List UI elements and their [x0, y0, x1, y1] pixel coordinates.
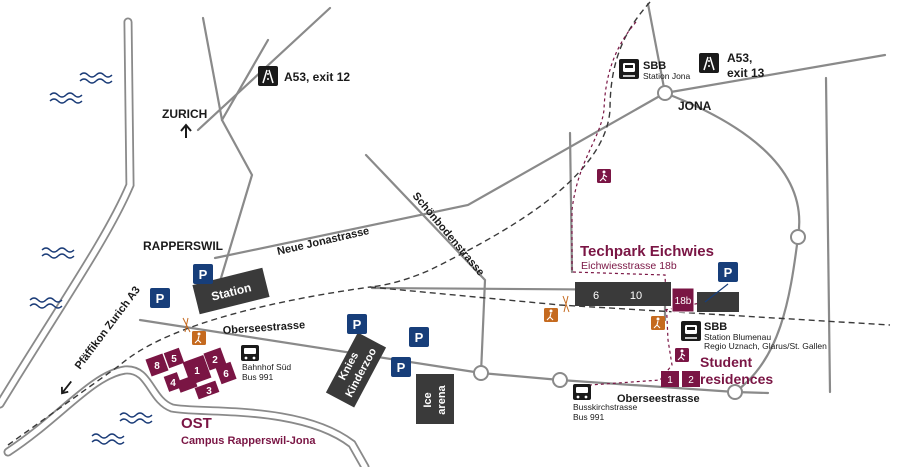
techpark-building-10: 10: [630, 290, 642, 302]
parking-icon: P: [347, 314, 367, 334]
walking-icon: [675, 348, 689, 362]
sbb-blumenau-sub1: Station Blumenau: [704, 332, 771, 342]
parking-icon: P: [193, 264, 213, 284]
roundabout-east: [790, 229, 806, 245]
parking-signs: P P P P P P: [150, 262, 738, 377]
lake-waves: [29, 72, 153, 445]
ost-campus-buildings: [145, 347, 237, 400]
residence-2: 2: [688, 375, 694, 386]
residence-1: 1: [667, 375, 673, 386]
road-pfaeffikon: Pfäffikon Zurich A3: [73, 284, 143, 371]
campus-number-5: 5: [171, 354, 177, 365]
sbb-jona-sub: Station Jona: [643, 71, 691, 81]
bus-busskirchstrasse-1: Busskirchstrasse: [573, 402, 638, 412]
label-a53-exit13-line1: A53,: [727, 51, 752, 65]
pedestrian-crossing-icon: [182, 317, 206, 345]
roundabouts: [473, 85, 806, 400]
campus-building-2: [203, 347, 227, 371]
ost-subtitle: Campus Rapperswil-Jona: [181, 435, 316, 447]
label-a53-exit13-line2: exit 13: [727, 66, 765, 80]
knies-kinderzoo: Knies Kinderzoo: [325, 332, 387, 408]
place-jona: JONA: [678, 99, 712, 113]
roundabout-busskirch: [552, 372, 568, 388]
parking-letter: P: [415, 330, 424, 345]
parking-letter: P: [724, 265, 733, 280]
street-schoenbodenstrasse: Schönbodenstrasse: [410, 190, 487, 278]
parking-letter: P: [199, 267, 208, 282]
campus-building-4: [163, 372, 183, 392]
motorway-icon: [258, 66, 278, 86]
label-a53-exit12: A53, exit 12: [284, 70, 350, 84]
campus-building-5: [163, 347, 185, 369]
campus-building-3: [194, 380, 220, 400]
north-arrow-icon: [180, 123, 192, 138]
techpark-building-18b: [671, 287, 695, 313]
campus-number-2: 2: [212, 355, 218, 366]
ice-arena-label-1: Ice: [422, 392, 434, 407]
student-residence-buildings: 1 2: [661, 371, 700, 387]
campus-building-6: [145, 353, 169, 377]
place-zurich: ZURICH: [162, 107, 207, 121]
techpark-title: Techpark Eichwies: [580, 243, 714, 260]
west-arrow-icon: [61, 380, 72, 395]
sbb-blumenau-label: SBB: [704, 321, 727, 333]
pedestrian-crossing-icon: [544, 295, 570, 322]
sbb-blumenau-sub2: Regio Uznach, Glarus/St. Gallen: [704, 341, 827, 351]
campus-number-6: 8: [154, 361, 160, 372]
parking-icon: P: [409, 327, 429, 347]
place-rapperswil: RAPPERSWIL: [143, 239, 223, 253]
ost-title: OST: [181, 415, 212, 432]
street-oberseestrasse-west: Oberseestrasse: [222, 319, 305, 337]
techpark-address: Eichwiesstrasse 18b: [581, 260, 677, 272]
parking-letter: P: [156, 291, 165, 306]
parking-icon: P: [150, 288, 170, 308]
student-residences-title-2: residences: [700, 371, 773, 387]
ice-arena-label-2: arena: [436, 384, 448, 414]
water-wave-icon: [119, 412, 153, 424]
techpark-building-18b-label: 18b: [675, 296, 692, 307]
roundabout-southeast: [727, 384, 743, 400]
ice-arena: Ice arena: [416, 374, 454, 424]
bus-icon: [241, 345, 259, 361]
train-icon: [681, 321, 701, 341]
bus-bahnhof-sued-1: Bahnhof Süd: [242, 362, 291, 372]
techpark-building-6: 6: [593, 290, 599, 302]
pedestrian-crossing-icon: [651, 316, 665, 330]
campus-number-3: 3: [206, 386, 212, 397]
campus-number-8: 6: [223, 369, 229, 380]
water-wave-icon: [91, 433, 125, 445]
campus-number-4: 4: [170, 378, 176, 389]
student-residences-title-1: Student: [700, 354, 752, 370]
water-wave-icon: [79, 72, 113, 84]
motorway-icon: [699, 53, 719, 73]
parking-letter: P: [353, 317, 362, 332]
campus-number-1: 1: [194, 366, 200, 377]
roundabout-center: [473, 365, 489, 381]
water-wave-icon: [41, 247, 75, 259]
train-icon: [619, 59, 639, 79]
sbb-jona-label: SBB: [643, 60, 666, 72]
lakeshore: [3, 365, 370, 467]
parking-letter: P: [397, 360, 406, 375]
campus-building-numbers: 8 5 4 1 2 6 3: [154, 354, 229, 397]
parking-icon: P: [391, 357, 411, 377]
parking-icon: P: [718, 262, 738, 282]
bus-icon: [573, 384, 591, 400]
station-building: Station: [192, 267, 270, 315]
walking-icon: [597, 169, 611, 183]
street-oberseestrasse-east: Oberseestrasse: [617, 393, 700, 405]
water-wave-icon: [29, 297, 63, 309]
motorway-a3: [0, 17, 135, 409]
campus-building-8: [215, 361, 237, 385]
roundabout-jona: [657, 85, 673, 101]
bus-bahnhof-sued-2: Bus 991: [242, 372, 273, 382]
railways: [7, 1, 891, 446]
water-wave-icon: [49, 92, 83, 104]
techpark-buildings: 6 10 18b: [575, 282, 739, 313]
bus-busskirchstrasse-2: Bus 991: [573, 412, 604, 422]
